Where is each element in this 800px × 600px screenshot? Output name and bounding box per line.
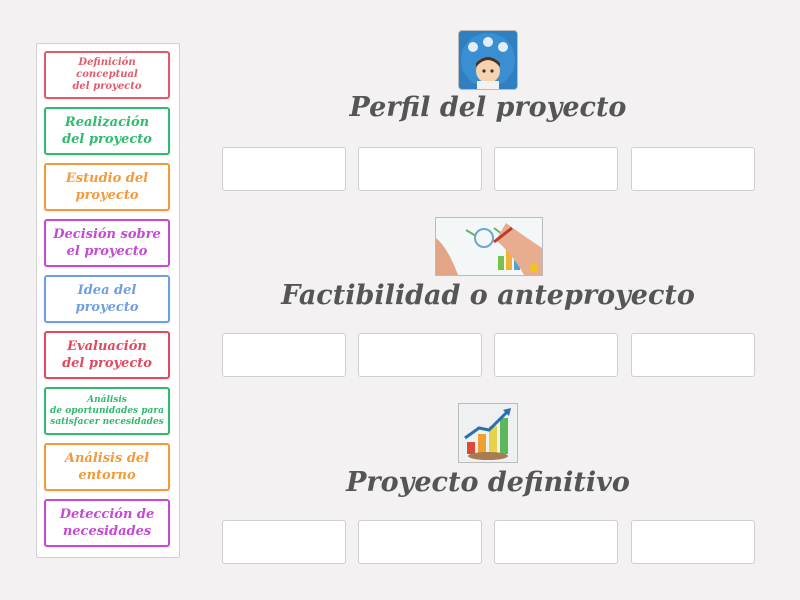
draggable-card[interactable]: Decisión sobre el proyecto xyxy=(44,219,170,267)
hand-drawing-sketch-icon xyxy=(435,217,543,276)
draggable-card[interactable]: Estudio del proyecto xyxy=(44,163,170,211)
draggable-card[interactable]: Idea del proyecto xyxy=(44,275,170,323)
drop-slot[interactable] xyxy=(494,147,618,191)
draggable-card[interactable]: Detección de necesidades xyxy=(44,499,170,547)
drop-slot[interactable] xyxy=(631,147,755,191)
drop-slot[interactable] xyxy=(631,333,755,377)
drop-slot[interactable] xyxy=(222,147,346,191)
drop-slot[interactable] xyxy=(494,520,618,564)
drop-slot[interactable] xyxy=(358,520,482,564)
draggable-card[interactable]: Evaluación del proyecto xyxy=(44,331,170,379)
draggable-card[interactable]: Definición conceptual del proyecto xyxy=(44,51,170,99)
drop-slot[interactable] xyxy=(494,333,618,377)
section-title: Factibilidad o anteproyecto xyxy=(281,280,695,311)
card-bank: Definición conceptual del proyecto Reali… xyxy=(36,43,180,558)
drop-slot[interactable] xyxy=(631,520,755,564)
drop-slot[interactable] xyxy=(358,333,482,377)
section-title: Proyecto definitivo xyxy=(346,467,630,498)
draggable-card[interactable]: Análisis de oportunidades para satisface… xyxy=(44,387,170,435)
drop-slot[interactable] xyxy=(358,147,482,191)
person-thinking-icon xyxy=(458,30,518,90)
draggable-card[interactable]: Realización del proyecto xyxy=(44,107,170,155)
section-title: Perfil del proyecto xyxy=(349,92,627,123)
draggable-card[interactable]: Análisis del entorno xyxy=(44,443,170,491)
growth-chart-icon xyxy=(458,403,518,463)
drop-slot[interactable] xyxy=(222,520,346,564)
drop-slot[interactable] xyxy=(222,333,346,377)
